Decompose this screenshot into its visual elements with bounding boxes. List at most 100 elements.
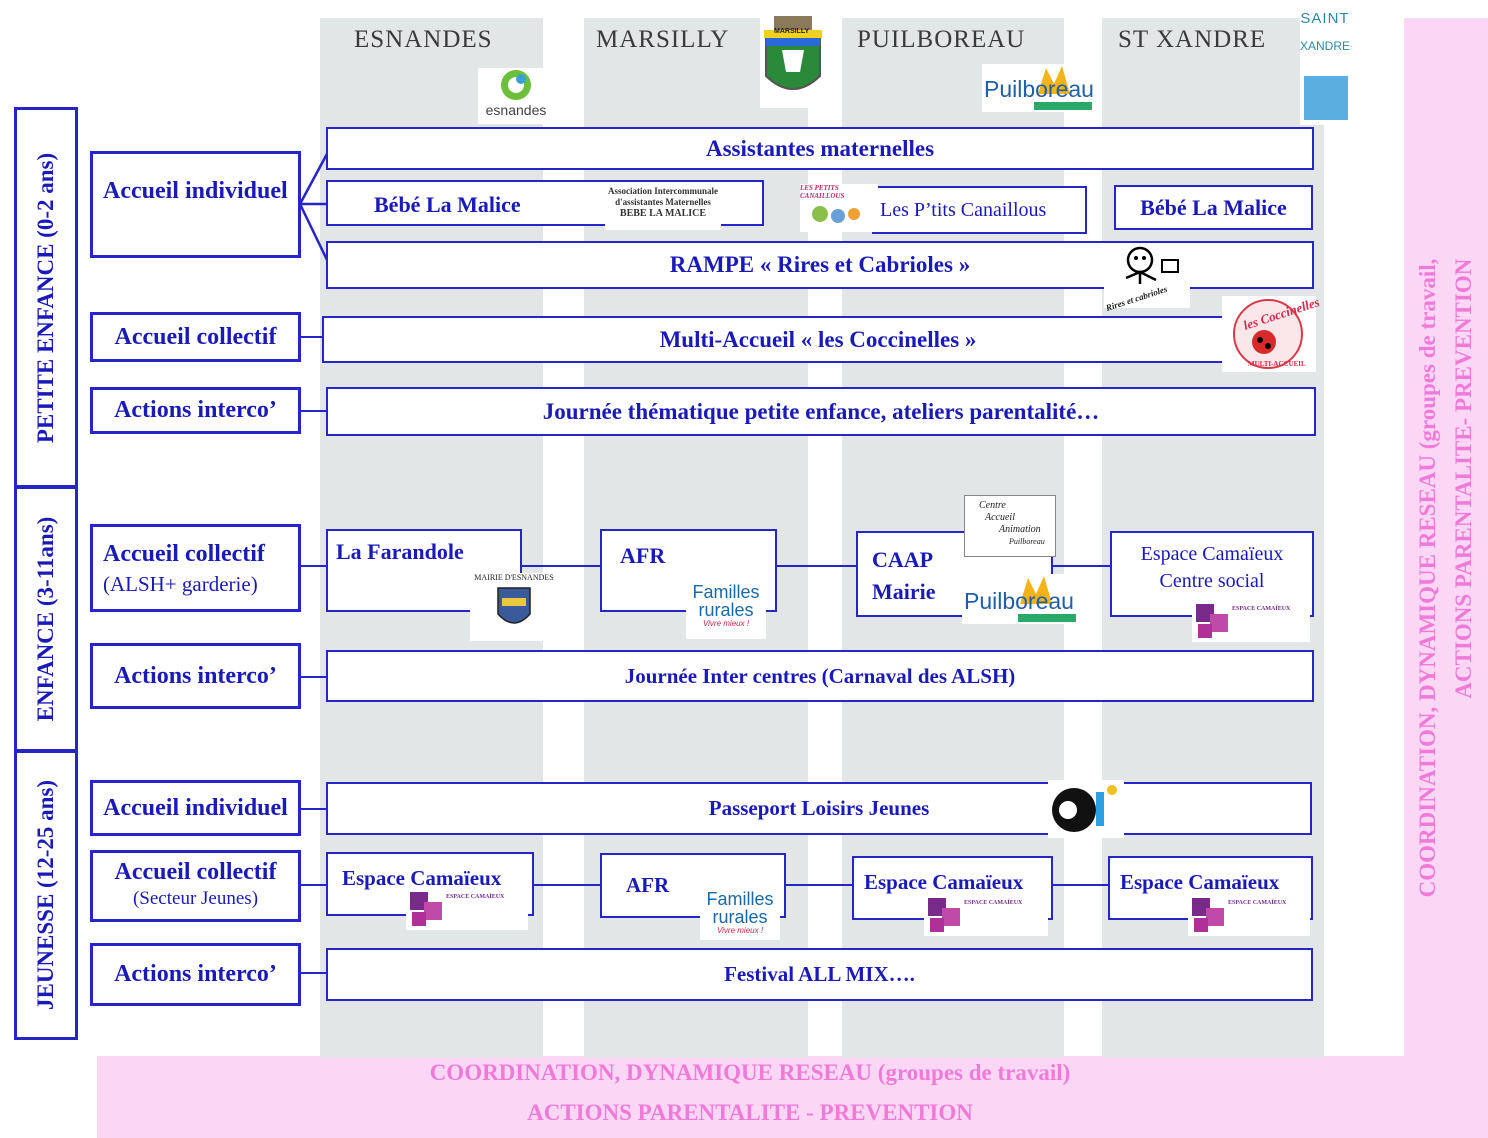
footer-coordination-band <box>97 1056 1488 1138</box>
espace-camaieux-jeunesse-text-4: Espace Camaïeux <box>1120 870 1280 894</box>
espace-camaieux-logo-jeunesse-3: ESPACE CAMAÏEUX <box>924 894 1048 936</box>
category-jeu-actions-interco: Actions interco’ <box>90 943 301 1006</box>
section-enfance-label: ENFANCE (3-11ans) <box>33 516 58 722</box>
journee-inter-centres-text: Journée Inter centres (Carnaval des ALSH… <box>624 663 1016 688</box>
rires-cabrioles-logo: Rires et cabrioles <box>1104 244 1190 313</box>
caap-text: CAAP <box>872 547 934 572</box>
category-enf-accueil-collectif-sub: (ALSH+ garderie) <box>103 572 258 596</box>
connector-jeu-individuel <box>300 808 328 810</box>
category-jeu-accueil-collectif-sub: (Secteur Jeunes) <box>132 888 259 909</box>
fan-connectors <box>298 151 330 263</box>
ptits-canaillous-text: Les P’tits Canaillous <box>880 199 1047 221</box>
footer-parentalite-text: ACTIONS PARENTALITE - PREVENTION <box>527 1100 973 1125</box>
connector-jeu-interco <box>300 972 328 974</box>
ptits-canaillous-box: Les P’tits Canaillous <box>872 186 1087 234</box>
centre-accueil-text-1: Centre <box>979 500 1006 511</box>
esnandes-logo: esnandes <box>478 68 554 124</box>
side-coordination-band <box>1404 18 1488 1058</box>
section-petite-enfance: PETITE ENFANCE (0-2 ans) <box>14 107 78 488</box>
saint-xandre-text-2: XANDRE <box>1300 39 1351 53</box>
side-coordination-text: COORDINATION, DYNAMIQUE RESEAU (groupes … <box>1404 18 1488 1058</box>
espace-camaieux-enfance-text: Espace Camaïeux <box>1140 543 1284 565</box>
category-jeu-accueil-individuel-text: Accueil individuel <box>103 794 288 821</box>
town-st-xandre: ST XANDRE <box>1118 26 1267 53</box>
connector-jeu-collectif <box>300 884 328 886</box>
town-puilboreau: PUILBOREAU <box>857 26 1026 53</box>
bebe-la-malice-text-2: Bébé La Malice <box>1140 194 1287 220</box>
category-jeu-accueil-collectif: Accueil collectif (Secteur Jeunes) <box>90 850 301 922</box>
espace-camaieux-logo-jeunesse-4: ESPACE CAMAÏEUX <box>1188 894 1310 936</box>
familles-rurales-j-text-1: Familles <box>706 889 774 909</box>
marsilly-crest-label: MARSILLY <box>774 28 810 35</box>
category-jeu-accueil-individuel: Accueil individuel <box>90 780 301 836</box>
category-jeu-actions-interco-text: Actions interco’ <box>114 961 277 987</box>
rampe-text: RAMPE « Rires et Cabrioles » <box>669 252 971 277</box>
category-pe-actions-interco-text: Actions interco’ <box>114 397 277 423</box>
journee-petite-enfance-box: Journée thématique petite enfance, ateli… <box>326 387 1316 436</box>
footer-coordination-text: COORDINATION, DYNAMIQUE RESEAU (groupes … <box>429 1060 1071 1085</box>
bebe-la-malice-text-1: Bébé La Malice <box>374 192 521 217</box>
assistantes-maternelles-box: Assistantes maternelles <box>326 127 1314 170</box>
familles-rurales-j-text-3: Vivre mieux ! <box>716 926 764 935</box>
familles-rurales-logo-jeunesse: Familles rurales Vivre mieux ! <box>700 868 780 940</box>
connector-afr-caap <box>776 565 858 567</box>
mairie-esnandes-logo: MAIRIE D'ESNANDES <box>470 573 558 641</box>
espace-camaieux-jeunesse-text-3: Espace Camaïeux <box>864 870 1024 894</box>
espace-camaieux-logo-enfance: ESPACE CAMAÏEUX <box>1192 600 1310 642</box>
familles-rurales-j-text-2: rurales <box>712 907 768 927</box>
multi-accueil-text: Multi-Accueil « les Coccinelles » <box>659 326 977 352</box>
mairie-esnandes-text: MAIRIE D'ESNANDES <box>474 573 554 582</box>
saint-xandre-text-1: SAINT <box>1300 10 1350 27</box>
puilboreau-logo-text: Puilboreau <box>984 76 1094 102</box>
connector-pe-interco <box>300 410 328 412</box>
la-farandole-box: La Farandole <box>326 529 522 612</box>
section-jeunesse-label: JEUNESSE (12-25 ans) <box>33 779 58 1011</box>
journee-petite-enfance-text: Journée thématique petite enfance, ateli… <box>542 398 1100 424</box>
category-pe-actions-interco: Actions interco’ <box>90 387 301 434</box>
afr-enfance-text: AFR <box>620 543 666 568</box>
familles-rurales-logo-enfance: Familles rurales Vivre mieux ! <box>686 557 766 639</box>
connector-enf-collectif <box>300 565 328 567</box>
connector-farandole-afr <box>520 565 602 567</box>
asso-bebe-la-malice-logo: Association Intercommunale d'assistantes… <box>605 186 721 230</box>
coccinelles-logo: les Coccinelles MULTI-ACCUEIL <box>1222 294 1321 372</box>
espace-camaieux-jeunesse-text-1: Espace Camaïeux <box>342 866 502 890</box>
familles-rurales-text-1: Familles <box>692 582 760 602</box>
category-enf-accueil-collectif: Accueil collectif (ALSH+ garderie) <box>90 524 301 612</box>
passeport-loisirs-box: Passeport Loisirs Jeunes <box>326 782 1312 835</box>
side-coordination-rotated: COORDINATION, DYNAMIQUE RESEAU (groupes … <box>1410 259 1482 898</box>
category-pe-accueil-collectif: Accueil collectif <box>90 312 301 362</box>
puilboreau-logo-enfance: Puilboreau <box>962 574 1078 624</box>
town-esnandes: ESNANDES <box>354 26 493 53</box>
espace-camaieux-jeunesse-box-3: Espace Camaïeux <box>852 856 1053 920</box>
esnandes-logo-text: esnandes <box>485 102 547 118</box>
town-marsilly: MARSILLY <box>596 26 730 53</box>
asso-bebe-text-1: Association Intercommunale <box>607 186 719 196</box>
bij-logo: bij <box>1048 780 1124 838</box>
section-petite-enfance-label: PETITE ENFANCE (0-2 ans) <box>33 152 58 443</box>
centre-accueil-text-4: Puilboreau <box>1009 537 1045 546</box>
saint-xandre-logo: SAINT XANDRE <box>1300 10 1350 125</box>
connector-camaieux-camaieux <box>1052 884 1110 886</box>
journee-inter-centres-box: Journée Inter centres (Carnaval des ALSH… <box>326 650 1314 702</box>
assistantes-maternelles-text: Assistantes maternelles <box>705 135 935 161</box>
canaillous-logo-text: LES PETITS CANAILLOUS <box>800 184 845 200</box>
connector-caap-camaieux <box>1052 565 1112 567</box>
connector-enf-interco <box>300 676 328 678</box>
centre-accueil-animation-logo: Centre Accueil Animation Puilboreau <box>964 495 1056 557</box>
passeport-loisirs-text: Passeport Loisirs Jeunes <box>708 796 930 820</box>
category-enf-accueil-collectif-text: Accueil collectif <box>103 541 265 567</box>
espace-camaieux-logo-enfance-text: ESPACE CAMAÏEUX <box>1232 606 1291 612</box>
category-enf-actions-interco: Actions interco’ <box>90 643 301 709</box>
connector-camaieux-afr <box>532 884 602 886</box>
espace-camaieux-logo-jeunesse-1-text: ESPACE CAMAÏEUX <box>446 894 505 900</box>
puilboreau-logo-enfance-text: Puilboreau <box>964 588 1074 614</box>
espace-camaieux-logo-jeunesse-4-text: ESPACE CAMAÏEUX <box>1228 900 1287 906</box>
section-jeunesse: JEUNESSE (12-25 ans) <box>14 750 78 1040</box>
caap-mairie-text: Mairie <box>872 579 936 604</box>
espace-camaieux-enfance-sub: Centre social <box>1159 570 1265 592</box>
connector-afr-camaieux <box>784 884 854 886</box>
category-pe-accueil-individuel-text: Accueil individuel <box>103 178 288 204</box>
puilboreau-logo-bar <box>1034 102 1092 110</box>
connector-pe-collectif <box>300 336 324 338</box>
